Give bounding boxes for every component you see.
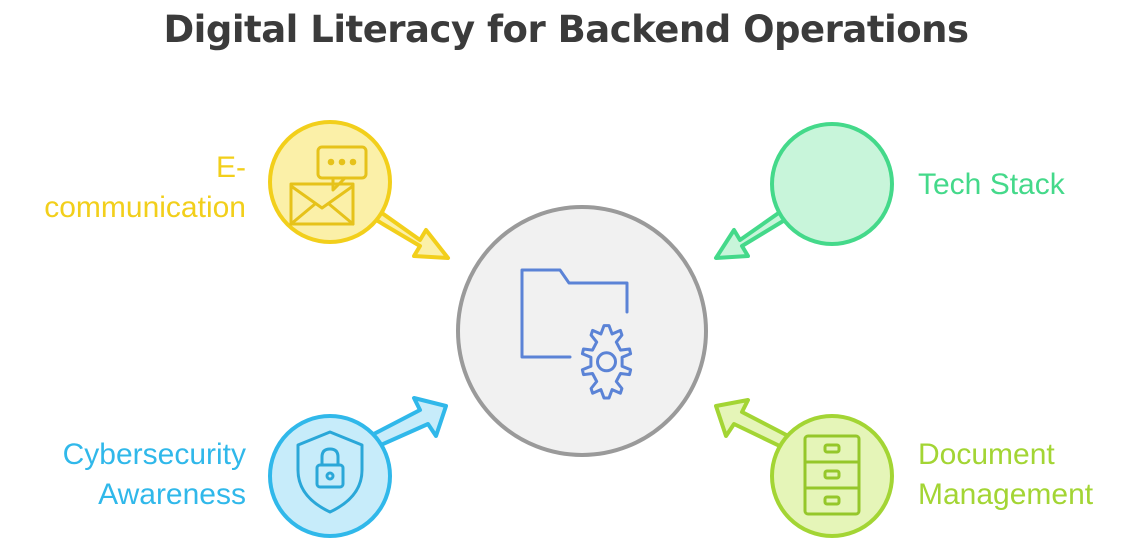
mail-chat-icon xyxy=(289,145,368,226)
document-management-node xyxy=(714,398,894,538)
e-communication-node xyxy=(268,120,450,260)
file-cabinet-icon xyxy=(803,434,861,516)
document-management-label-line-2: Management xyxy=(918,478,1094,511)
tech-stack-label-line-1: Tech Stack xyxy=(918,168,1065,201)
tech-stack-label: Tech Stack xyxy=(918,165,1065,205)
document-management-label-line-1: Document xyxy=(918,438,1055,471)
cybersecurity-label: Cybersecurity Awareness xyxy=(63,435,246,515)
tech-stack-node xyxy=(714,122,894,260)
document-management-label: Document Management xyxy=(918,435,1093,515)
center-circle xyxy=(456,205,708,457)
cybersecurity-label-line-2: Awareness xyxy=(98,478,246,511)
cybersecurity-node xyxy=(268,396,448,538)
document-management-circle xyxy=(770,414,894,538)
e-communication-label-line-1: E- xyxy=(216,151,246,184)
e-communication-label-line-2: communication xyxy=(44,191,246,224)
folder-gear-icon xyxy=(520,268,633,400)
tech-stack-circle xyxy=(770,122,894,246)
e-communication-circle xyxy=(268,120,392,244)
diagram-title: Digital Literacy for Backend Operations xyxy=(163,8,969,51)
cybersecurity-label-line-1: Cybersecurity xyxy=(62,438,246,471)
cybersecurity-circle xyxy=(268,414,392,538)
e-communication-label: E- communication xyxy=(44,148,246,228)
center-hub xyxy=(456,205,708,457)
shield-lock-icon xyxy=(296,430,364,514)
